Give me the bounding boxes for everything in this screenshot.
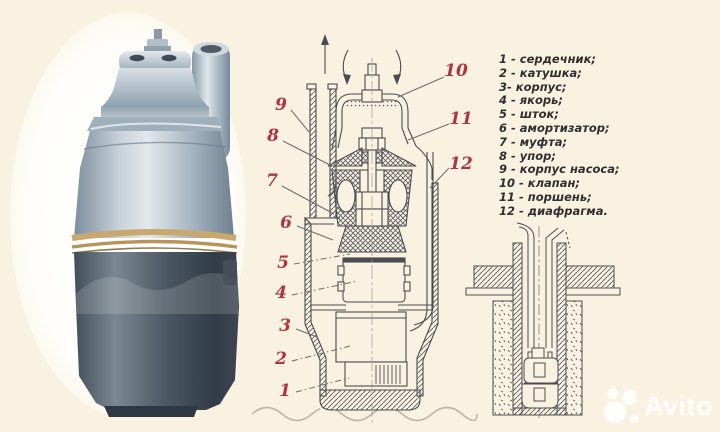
inner-ledge: [311, 304, 432, 311]
pump-dome: [101, 68, 209, 117]
well-pump: [521, 347, 559, 409]
pump-shoulder-highlight: [90, 122, 222, 130]
legend-item: 10 - клапан;: [499, 176, 581, 191]
vibration-arrows: [342, 49, 402, 85]
legend-item: 4 - якорь;: [499, 93, 563, 108]
avito-watermark-text: Avito: [644, 390, 713, 421]
legend-item: 5 - шток;: [499, 107, 559, 122]
callout-4: 4: [275, 283, 287, 303]
pump-lower-body: [74, 252, 239, 410]
pump-photo: [10, 13, 246, 417]
callout-9: 9: [275, 95, 287, 115]
legend-item: 1 - сердечник;: [499, 52, 597, 66]
legend-item: 11 - поршень;: [499, 189, 592, 204]
side-tube: [409, 152, 434, 332]
callout-1: 1: [279, 381, 291, 401]
well-slab: [465, 265, 621, 296]
well-installation-diagram: [465, 222, 621, 418]
housing-outlet-pipe: [305, 83, 340, 225]
legend-item: 12 - диафрагма.: [499, 203, 608, 218]
bottom-cap: [319, 389, 421, 411]
pump-brass-ring: [71, 229, 238, 254]
well-soil: [492, 300, 583, 416]
pump-cross-section-diagram: [281, 34, 450, 424]
armature: [337, 257, 411, 303]
leader-lines: [281, 76, 450, 393]
callout-12: 12: [449, 154, 473, 174]
callout-6: 6: [280, 213, 292, 233]
legend-item: 2 - катушка;: [499, 65, 582, 80]
callout-10: 10: [444, 61, 468, 81]
coil: [335, 311, 407, 363]
legend-item: 9 - корпус насоса;: [499, 162, 620, 177]
well-bottom: [512, 407, 567, 416]
pump-seam: [83, 141, 227, 150]
legend-item: 3- корпус;: [499, 79, 567, 94]
callout-3: 3: [279, 316, 291, 336]
avito-logo-icon: [604, 386, 642, 426]
callout-11: 11: [449, 109, 473, 129]
callout-7: 7: [266, 171, 278, 191]
legend-item: 8 - упор;: [499, 148, 556, 163]
well-pipes: [516, 222, 571, 348]
pump-top-cap: [119, 51, 191, 72]
parts-legend: 1 - сердечник; 2 - катушка; 3- корпус; 4…: [499, 52, 649, 219]
flow-up-arrow: [321, 34, 329, 74]
pump-cone-body: [74, 131, 234, 238]
avito-watermark: Avito: [604, 384, 720, 428]
callout-5: 5: [277, 253, 289, 273]
core: [344, 361, 408, 387]
pump-top-bolt: [144, 29, 171, 52]
callout-8: 8: [267, 126, 279, 146]
pump-side-latch: [223, 260, 237, 285]
pump-foot: [104, 406, 198, 417]
legend-item: 7 - муфта;: [499, 134, 568, 149]
legend-item: 6 - амортизатор;: [499, 120, 610, 135]
callout-2: 2: [275, 349, 287, 369]
pump-reflection: [76, 273, 238, 314]
